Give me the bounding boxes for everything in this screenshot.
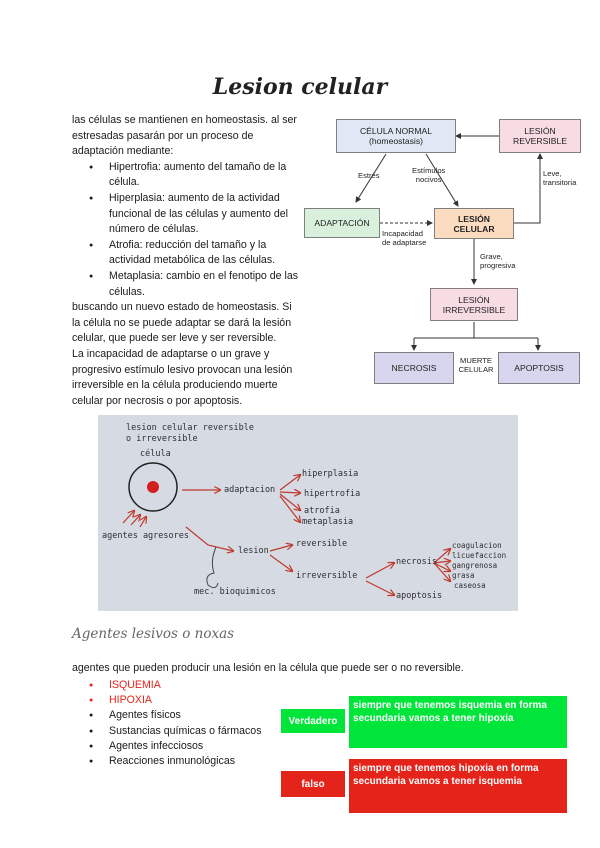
hw-celula: célula <box>140 449 171 459</box>
intro-paragraph-3: La incapacidad de adaptarse o un grave y… <box>72 347 293 407</box>
hw-reversible: reversible <box>296 539 348 549</box>
muerte-line-2: CELULAR <box>458 365 494 374</box>
hw-metaplasia: metaplasia <box>302 517 354 527</box>
incapacidad-line-2: de adaptarse <box>382 238 427 247</box>
list-item-agentes-fisicos: Agentes físicos <box>72 708 262 723</box>
hw-atrofia: atrofia <box>304 506 340 516</box>
lesion-irreversible-line-2: IRREVERSIBLE <box>442 304 506 315</box>
list-item-infecciosos: Agentes infecciosos <box>72 739 262 754</box>
box-lesion-reversible: LESIÓN REVERSIBLE <box>499 119 581 153</box>
apoptosis-label: APOPTOSIS <box>514 363 564 373</box>
lesion-celular-line-2: CELULAR <box>453 223 495 234</box>
estimulos-line-1: Estímulos <box>412 166 446 175</box>
label-grave-progresiva: Grave, progresiva <box>480 252 515 270</box>
label-muerte-celular: MUERTE CELULAR <box>454 356 498 374</box>
lesion-irreversible-line-1: LESIÓN <box>458 294 490 305</box>
list-item-sustancias: Sustancias químicas o fármacos <box>72 724 262 739</box>
grave-line-2: progresiva <box>480 261 516 270</box>
hw-hipertrofia: hipertrofia <box>304 489 361 499</box>
leve-line-2: transitoria <box>543 178 577 187</box>
hw-licuefaccion: licuefaccion <box>452 551 507 560</box>
box-lesion-irreversible: LESIÓN IRREVERSIBLE <box>430 288 518 321</box>
lesion-reversible-line-2: REVERSIBLE <box>513 136 567 146</box>
bullet-atrofia: Atrofia: reducción del tamaño y la activ… <box>72 238 300 269</box>
agentes-sentence: agentes que pueden producir una lesión e… <box>72 662 464 674</box>
hw-title-2: o irreversible <box>126 434 198 444</box>
adaptacion-label: ADAPTACIÓN <box>314 218 370 228</box>
label-incapacidad: Incapacidad de adaptarse <box>382 229 426 247</box>
bullet-hiperplasia: Hiperplasia: aumento de la actividad fun… <box>72 191 300 238</box>
box-lesion-celular: LESIÓN CELULAR <box>434 208 514 239</box>
handwritten-notes-photo: lesion celular reversible o irreversible… <box>98 415 518 611</box>
hw-title-1: lesion celular reversible <box>126 423 254 433</box>
necrosis-label: NECROSIS <box>391 363 437 373</box>
page-title: Lesion celular <box>212 74 388 100</box>
verdadero-label-box: Verdadero <box>281 709 345 733</box>
hw-lesion: lesion <box>238 546 269 556</box>
adaptation-list: Hipertrofia: aumento del tamaño de la cé… <box>72 160 300 300</box>
label-estimulos-nocivos: Estímulos nocivos <box>412 166 445 184</box>
intro-text: las células se mantienen en homeostasis.… <box>72 113 300 409</box>
list-item-inmunologicas: Reacciones inmunológicas <box>72 754 262 769</box>
hw-caseosa: caseosa <box>454 581 486 590</box>
lesion-reversible-line-1: LESIÓN <box>524 126 556 136</box>
bullet-hipertrofia: Hipertrofia: aumento del tamaño de la cé… <box>72 160 300 191</box>
hw-agentes: agentes agresores <box>102 531 189 541</box>
bullet-metaplasia: Metaplasia: cambio en el fenotipo de las… <box>72 269 300 300</box>
list-item-hipoxia: HIPOXIA <box>72 693 262 708</box>
hw-grasa: grasa <box>452 571 475 580</box>
hw-adaptacion: adaptacion <box>224 485 276 495</box>
hw-irreversible: irreversible <box>296 571 358 581</box>
incapacidad-line-1: Incapacidad <box>382 229 423 238</box>
hw-hiperplasia: hiperplasia <box>302 469 359 479</box>
box-adaptacion: ADAPTACIÓN <box>304 208 380 238</box>
verdadero-statement: siempre que tenemos isquemia en forma se… <box>349 696 567 748</box>
label-estres: Estrés <box>358 171 380 180</box>
hw-apoptosis: apoptosis <box>396 591 443 601</box>
agentes-list: ISQUEMIA HIPOXIA Agentes físicos Sustanc… <box>72 678 262 769</box>
box-necrosis: NECROSIS <box>374 352 454 384</box>
celula-normal-label: CÉLULA NORMAL <box>359 126 433 136</box>
cell-injury-flowchart: CÉLULA NORMAL (homeostasis) LESIÓN REVER… <box>296 114 592 400</box>
leve-line-1: Leve, <box>543 169 562 178</box>
falso-label-box: falso <box>281 771 345 797</box>
hw-gangrenosa: gangrenosa <box>452 561 498 570</box>
hw-necrosis: necrosis <box>396 557 437 567</box>
grave-line-1: Grave, <box>480 252 503 261</box>
muerte-line-1: MUERTE <box>460 356 492 365</box>
label-leve-transitoria: Leve, transitoria <box>543 169 576 187</box>
section-subtitle: Agentes lesivos o noxas <box>72 626 235 642</box>
flowchart-arrows <box>355 133 543 351</box>
intro-paragraph-1: las células se mantienen en homeostasis.… <box>72 114 297 158</box>
hw-mec-bioquimicos: mec. bioquimicos <box>194 587 276 597</box>
hw-coagulacion: coagulacion <box>452 541 502 550</box>
homeostasis-label: (homeostasis) <box>369 136 423 146</box>
falso-statement: siempre que tenemos hipoxia en forma sec… <box>349 759 567 813</box>
list-item-isquemia: ISQUEMIA <box>72 678 262 693</box>
estimulos-line-2: nocivos <box>415 175 442 184</box>
box-apoptosis: APOPTOSIS <box>498 352 580 384</box>
lesion-celular-line-1: LESIÓN <box>458 213 490 224</box>
intro-paragraph-2: buscando un nuevo estado de homeostasis.… <box>72 301 292 345</box>
handwritten-drawing <box>122 462 518 611</box>
box-celula-normal: CÉLULA NORMAL (homeostasis) <box>336 119 456 153</box>
